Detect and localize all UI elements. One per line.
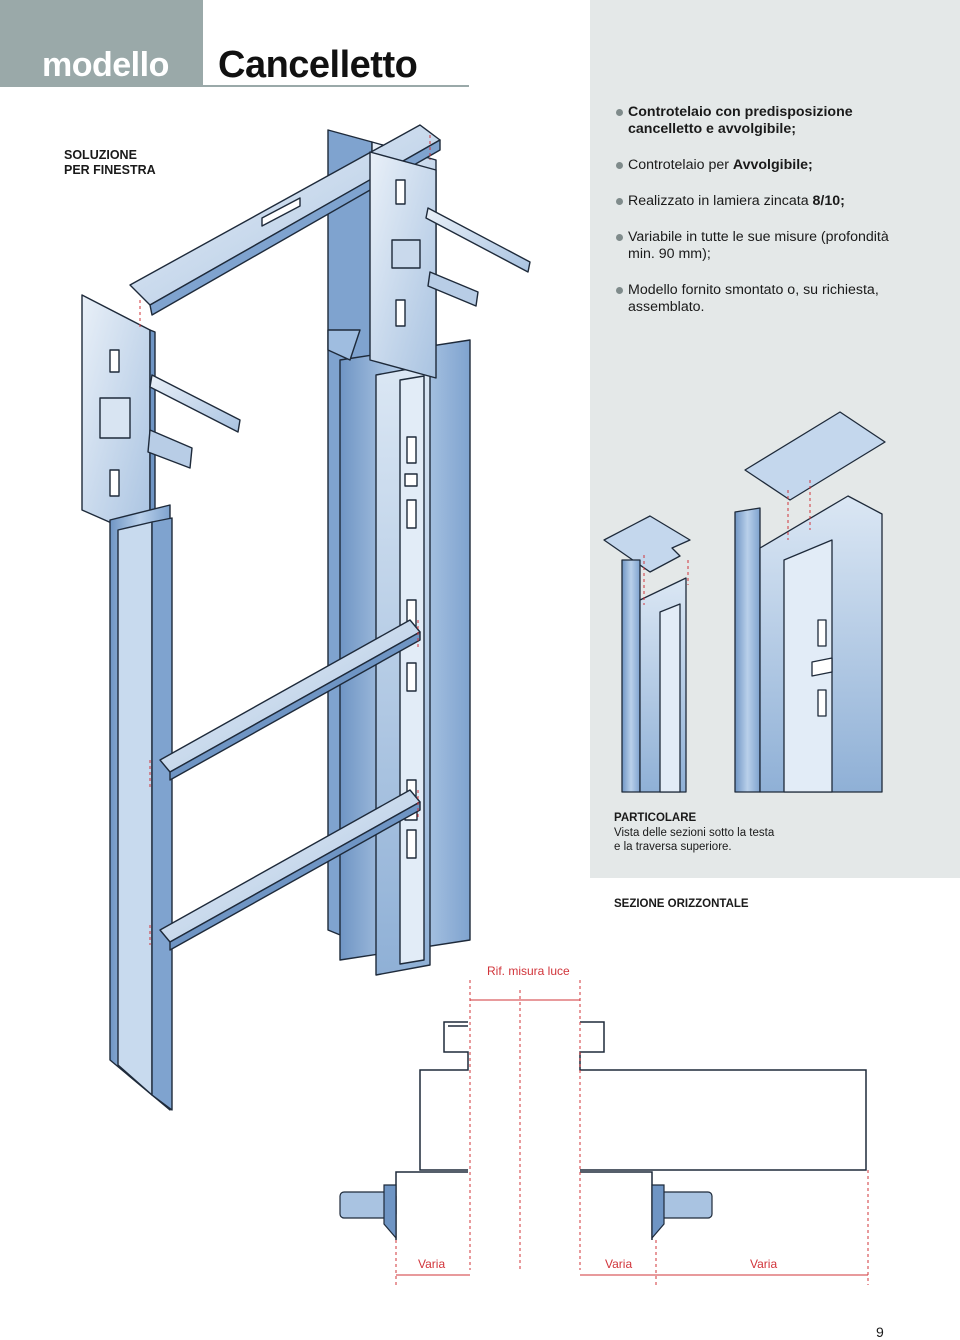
horizontal-section <box>395 1021 867 1240</box>
varia-label-2: Varia <box>605 1257 632 1271</box>
detail-title: PARTICOLARE <box>614 812 697 824</box>
page-title: Cancelletto <box>218 44 418 86</box>
side-label-line2: PER FINESTRA <box>64 163 156 177</box>
bullet-icon <box>616 234 623 241</box>
bullet-icon <box>616 198 623 205</box>
side-label-line1: SOLUZIONE <box>64 148 137 162</box>
feature-item: Controtelaio per Avvolgibile; <box>616 157 916 174</box>
frame-isometric-drawing <box>81 124 531 1111</box>
bullet-icon <box>616 162 623 169</box>
section-dimensions <box>395 980 869 1285</box>
header-band <box>0 0 203 86</box>
feature-item: Modello fornito smontato o, su richiesta… <box>616 282 916 316</box>
section-blocks <box>339 1184 713 1240</box>
assembly-guides <box>139 135 431 945</box>
ref-dimension-label: Rif. misura luce <box>487 964 570 978</box>
page-number: 9 <box>876 1324 884 1340</box>
header-rule <box>0 85 469 87</box>
feature-list: Controtelaio con predisposizione cancell… <box>616 104 916 335</box>
side-label: SOLUZIONE PER FINESTRA <box>64 148 156 178</box>
feature-item: Variabile in tutte le sue misure (profon… <box>616 229 916 263</box>
feature-item: Controtelaio con predisposizione cancell… <box>616 104 916 138</box>
detail-guides <box>643 480 811 605</box>
varia-label-3: Varia <box>750 1257 777 1271</box>
detail-description: Vista delle sezioni sotto la testa e la … <box>614 827 775 853</box>
bullet-icon <box>616 109 623 116</box>
bullet-icon <box>616 287 623 294</box>
section-title: SEZIONE ORIZZONTALE <box>614 898 749 910</box>
model-word: modello <box>42 46 169 84</box>
detail-drawing <box>603 411 886 793</box>
varia-label-1: Varia <box>418 1257 445 1271</box>
feature-item: Realizzato in lamiera zincata 8/10; <box>616 193 916 210</box>
